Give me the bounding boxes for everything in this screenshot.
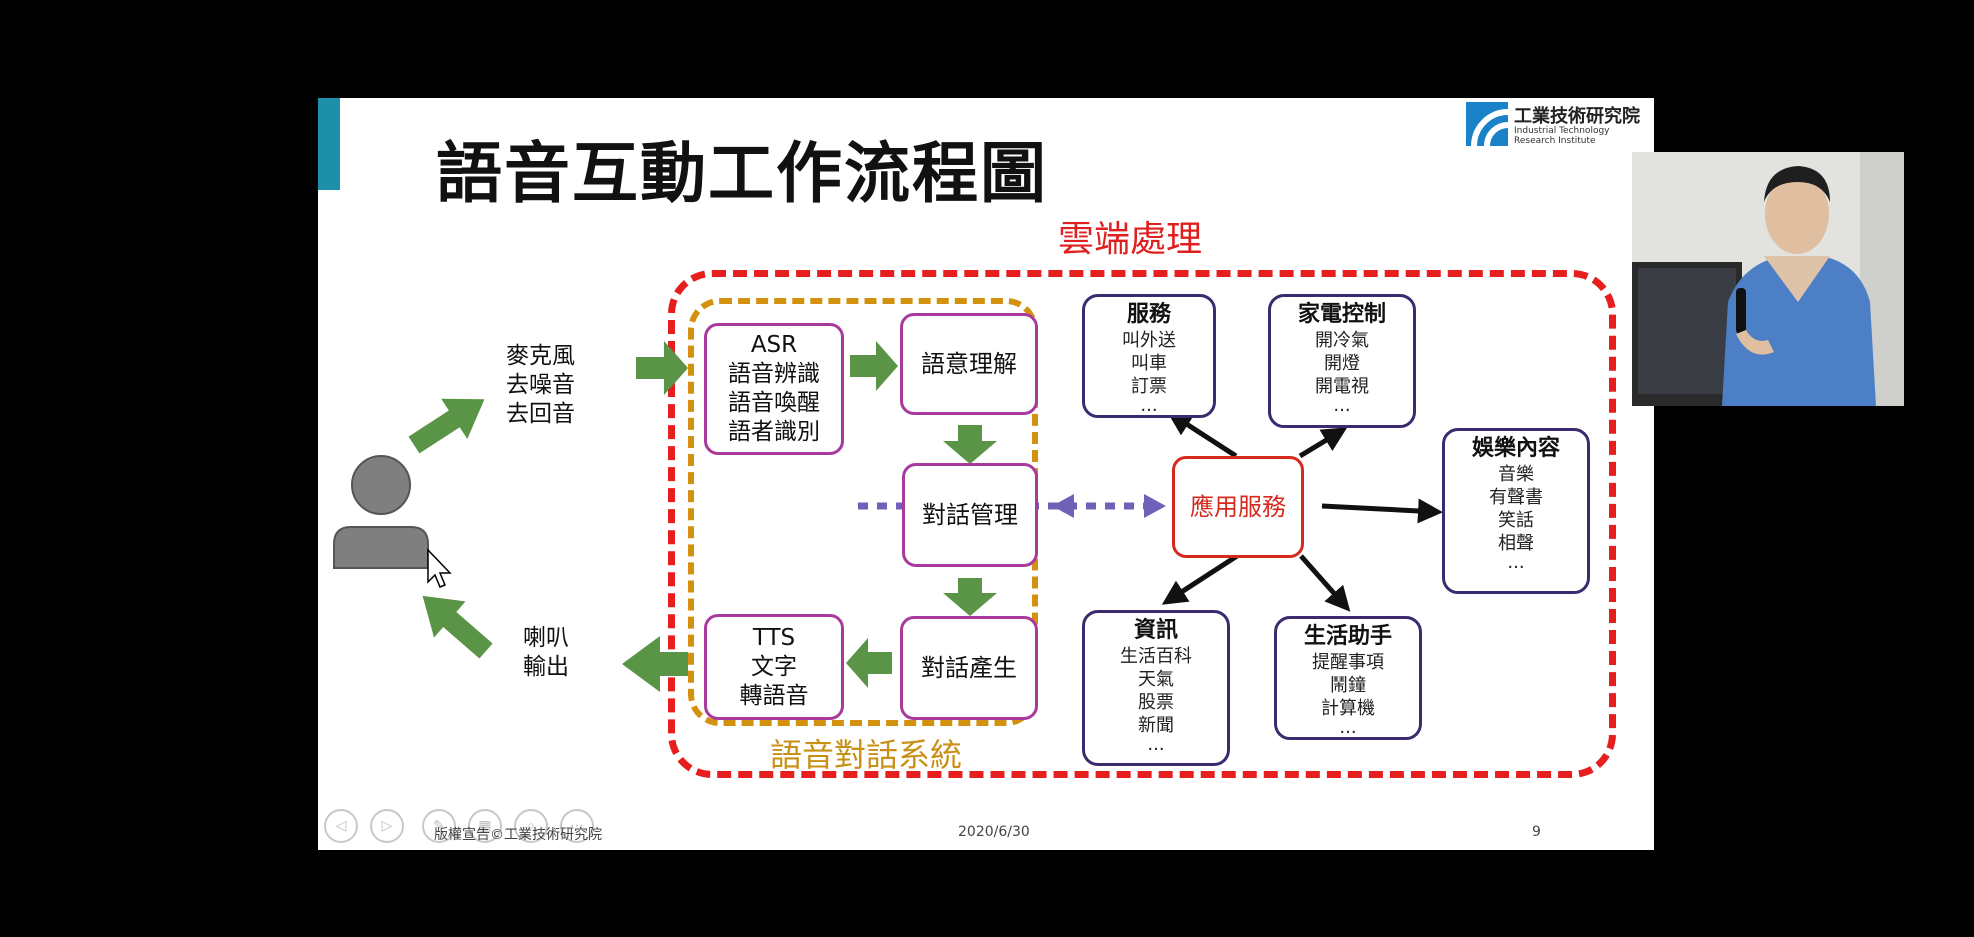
page-number: 9 (1532, 824, 1541, 840)
information-box: 資訊 生活百科 天氣 股票 新聞 ... (1082, 610, 1230, 766)
asr-line: 語者識別 (728, 419, 820, 445)
logo-english: Industrial Technology Research Institute (1514, 126, 1609, 146)
tts-line: 文字 (751, 653, 797, 680)
tts-line: 轉語音 (739, 682, 809, 709)
application-service-box: 應用服務 (1172, 456, 1304, 558)
input-line: 去回音 (506, 401, 575, 427)
logo-english-line: Research Institute (1514, 136, 1596, 146)
entertainment-item: 有聲書 (1489, 487, 1543, 508)
appliance-title: 家電控制 (1297, 302, 1386, 327)
logo-name: 工業技術研究院 (1514, 106, 1640, 127)
nlg-module: 對話產生 (900, 616, 1038, 720)
appliance-item: 開燈 (1324, 353, 1360, 374)
speaker-text: 喇叭 輸出 (523, 624, 569, 682)
information-item: 新聞 (1138, 715, 1174, 736)
entertainment-box: 娛樂內容 音樂 有聲書 笑話 相聲 ... (1442, 428, 1590, 594)
dm-to-nlg-arrow-icon (943, 578, 997, 616)
nlg-to-tts-arrow-icon (846, 638, 892, 688)
life-assistant-item: 鬧鐘 (1330, 675, 1366, 696)
entertainment-item: ... (1507, 552, 1525, 573)
service-item: 訂票 (1131, 376, 1167, 397)
dialog-management-module: 對話管理 (902, 463, 1038, 567)
mouse-pointer-icon (427, 548, 452, 588)
itri-logo-icon (1466, 102, 1508, 146)
presenter-webcam (1632, 152, 1904, 406)
entertainment-item: 相聲 (1498, 533, 1534, 554)
output-line: 輸出 (523, 654, 569, 680)
service-arrows (1161, 411, 1443, 612)
information-item: 股票 (1138, 692, 1174, 713)
life-assistant-box: 生活助手 提醒事項 鬧鐘 計算機 ... (1274, 616, 1422, 740)
appliance-item: ... (1333, 395, 1351, 416)
appliance-item: 開電視 (1315, 376, 1369, 397)
copyright-footer: 版權宣告©工業技術研究院 (434, 827, 602, 843)
itri-logo: 工業技術研究院 Industrial Technology Research I… (1466, 100, 1654, 150)
application-service-label: 應用服務 (1190, 492, 1286, 521)
next-slide-icon[interactable]: ▷ (370, 809, 404, 843)
slides-grid-icon[interactable]: ▦ (468, 809, 502, 843)
life-assistant-item: 提醒事項 (1312, 652, 1384, 673)
information-item: ... (1147, 734, 1165, 755)
asr-module: ASR 語音辨識 語音喚醒 語者識別 (704, 323, 844, 455)
microphone-text: 麥克風 去噪音 去回音 (506, 342, 575, 429)
asr-line: 語音喚醒 (728, 390, 820, 416)
life-assistant-title: 生活助手 (1303, 624, 1392, 649)
dialog-management-label: 對話管理 (922, 500, 1018, 529)
mic-to-asr-arrow-icon (636, 341, 688, 395)
life-assistant-item: ... (1339, 717, 1357, 738)
dialog-service-link-icon (858, 494, 1166, 518)
tts-module: TTS 文字 轉語音 (704, 614, 844, 720)
cloud-processing-zone (668, 270, 1616, 778)
life-assistant-item: 計算機 (1321, 698, 1375, 719)
cloud-processing-label: 雲端處理 (1058, 219, 1203, 260)
logo-english-line: Industrial Technology (1514, 126, 1610, 136)
entertainment-item: 音樂 (1498, 464, 1534, 485)
flow-arrows (333, 341, 1443, 692)
input-arrow-icon (408, 398, 485, 454)
service-item: ... (1140, 395, 1158, 416)
input-line: 去噪音 (506, 372, 575, 398)
appliance-item: 開冷氣 (1315, 330, 1369, 351)
zoom-icon[interactable]: ⌕ (514, 809, 548, 843)
dialog-system-label: 語音對話系統 (770, 736, 963, 774)
more-icon[interactable]: ⋯ (560, 809, 594, 843)
asr-line: ASR (750, 332, 798, 358)
service-box: 服務 叫外送 叫車 訂票 ... (1082, 294, 1216, 418)
information-item: 生活百科 (1120, 646, 1192, 667)
tts-to-speaker-arrow-icon (622, 636, 688, 692)
appliance-control-box: 家電控制 開冷氣 開燈 開電視 ... (1268, 294, 1416, 428)
presentation-slide: 語音互動工作流程圖 工業技術研究院 Industrial Technology … (318, 98, 1654, 850)
nlu-module: 語意理解 (900, 313, 1038, 415)
information-title: 資訊 (1133, 618, 1178, 643)
nlg-label: 對話產生 (921, 653, 1017, 682)
prev-slide-icon[interactable]: ◁ (324, 809, 358, 843)
nlu-to-dm-arrow-icon (943, 425, 997, 464)
input-line: 麥克風 (506, 343, 575, 369)
output-line: 喇叭 (523, 625, 569, 651)
service-item: 叫車 (1131, 353, 1167, 374)
asr-to-nlu-arrow-icon (850, 341, 898, 391)
entertainment-item: 笑話 (1498, 510, 1534, 531)
pen-icon[interactable]: ✎ (422, 809, 456, 843)
information-item: 天氣 (1138, 669, 1174, 690)
slide-title: 語音互動工作流程圖 (436, 135, 1048, 212)
entertainment-title: 娛樂內容 (1471, 436, 1560, 461)
service-title: 服務 (1126, 302, 1171, 327)
tts-line: TTS (752, 624, 796, 651)
title-accent-bar (318, 98, 340, 190)
asr-line: 語音辨識 (728, 361, 820, 387)
output-arrow-icon (422, 595, 493, 659)
service-item: 叫外送 (1122, 330, 1176, 351)
nlu-label: 語意理解 (921, 349, 1017, 378)
user-icon (333, 455, 429, 569)
date-footer: 2020/6/30 (958, 824, 1030, 840)
